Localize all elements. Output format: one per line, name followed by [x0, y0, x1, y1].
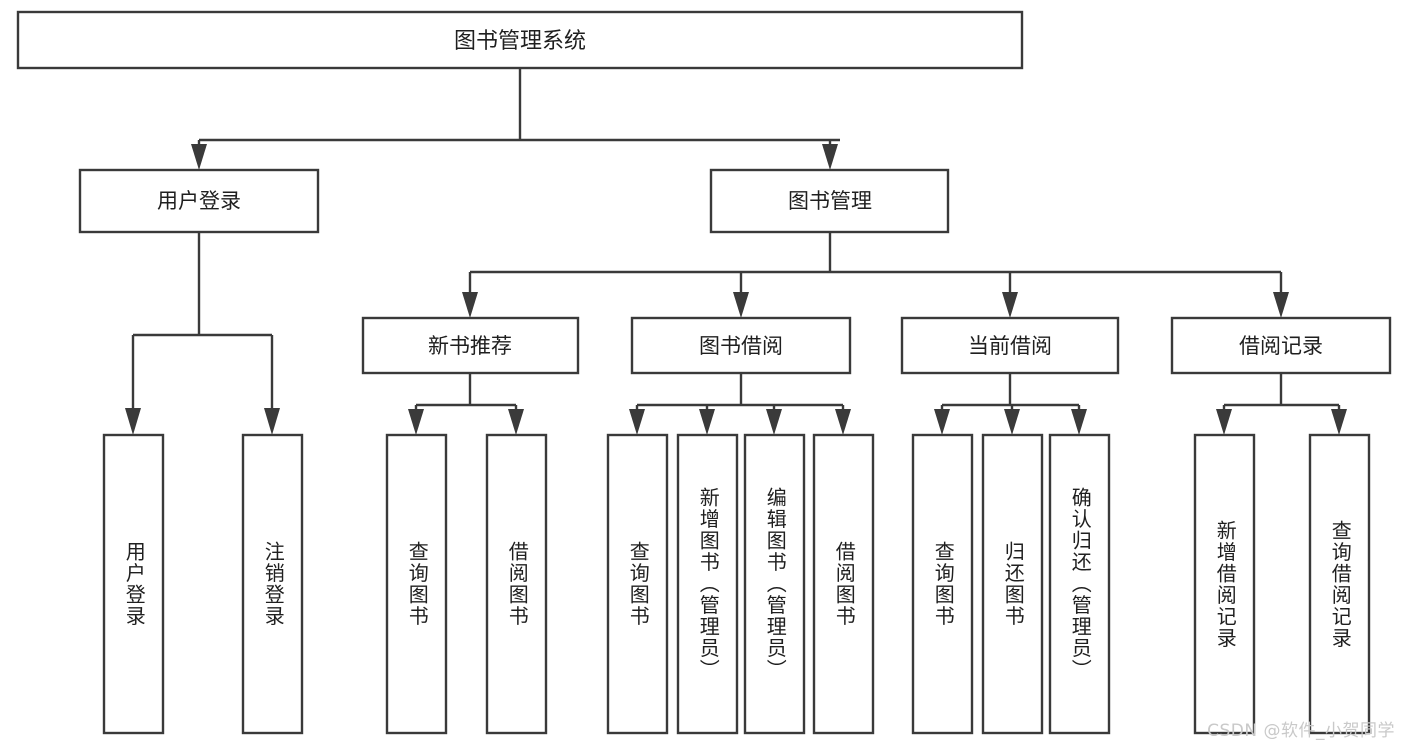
node-leaf-query-book-current-box[interactable]: [911, 433, 974, 735]
arrow-to-leaf-borrow-book-recommend: [508, 409, 524, 435]
node-user-login-label: 用户登录: [157, 189, 241, 213]
nodes-layer: 图书管理系统 用户登录 图书管理 新书推荐 图书借阅 当前借阅 借阅记录: [16, 10, 1392, 735]
edge-book-borrow-to-bus: [635, 373, 845, 412]
arrow-to-borrow-record: [1273, 292, 1289, 318]
edge-new-book-recommend-to-bus: [414, 373, 518, 412]
node-book-management-box[interactable]: [709, 168, 950, 234]
node-new-book-recommend-label: 新书推荐: [428, 334, 512, 358]
node-leaf-add-book-box[interactable]: [676, 433, 739, 735]
arrow-to-leaf-borrow-book: [835, 409, 851, 435]
arrow-to-current-borrow: [1002, 292, 1018, 318]
arrow-to-leaf-query-book-recommend: [408, 409, 424, 435]
arrow-to-leaf-user-logout: [264, 408, 280, 435]
arrow-to-leaf-confirm-return: [1071, 409, 1087, 435]
node-current-borrow-label: 当前借阅: [968, 334, 1052, 358]
edge-user-login-to-bus: [131, 232, 274, 410]
arrow-to-leaf-user-login: [125, 408, 141, 435]
node-leaf-borrow-book-box[interactable]: [812, 433, 875, 735]
node-leaf-edit-book-box[interactable]: [743, 433, 806, 735]
node-leaf-query-book-recommend-box[interactable]: [385, 433, 448, 735]
edge-book-management-to-bus: [468, 232, 1283, 296]
node-book-borrow-box[interactable]: [630, 316, 852, 375]
edge-root-to-bus: [197, 68, 840, 152]
node-leaf-borrow-book-recommend-box[interactable]: [485, 433, 548, 735]
arrow-to-leaf-query-book-borrow: [629, 409, 645, 435]
node-book-management-label: 图书管理: [788, 189, 872, 213]
node-leaf-user-login-box[interactable]: [102, 433, 165, 735]
node-leaf-query-book-borrow-box[interactable]: [606, 433, 669, 735]
node-leaf-user-logout-box[interactable]: [241, 433, 304, 735]
arrow-to-new-book-recommend: [462, 292, 478, 318]
node-root-box[interactable]: [16, 10, 1024, 70]
edge-current-borrow-to-bus: [940, 373, 1081, 412]
csdn-watermark: CSDN @软件_小贺同学: [1207, 721, 1395, 741]
arrow-to-leaf-add-book: [699, 409, 715, 435]
node-borrow-record-label: 借阅记录: [1239, 334, 1323, 358]
node-leaf-confirm-return-box[interactable]: [1048, 433, 1111, 735]
node-leaf-query-borrow-record-box[interactable]: [1308, 433, 1371, 735]
edge-borrow-record-to-bus: [1222, 373, 1341, 412]
arrow-to-leaf-query-book-current: [934, 409, 950, 435]
node-current-borrow-box[interactable]: [900, 316, 1120, 375]
edges-layer: [125, 68, 1347, 435]
arrow-to-leaf-return-book: [1004, 409, 1020, 435]
node-leaf-add-borrow-record-box[interactable]: [1193, 433, 1256, 735]
arrow-to-book-borrow: [733, 292, 749, 318]
arrow-to-leaf-query-borrow-record: [1331, 409, 1347, 435]
node-leaf-return-book-box[interactable]: [981, 433, 1044, 735]
arrow-to-leaf-edit-book: [766, 409, 782, 435]
node-user-login-box[interactable]: [78, 168, 320, 234]
node-root-label: 图书管理系统: [454, 29, 586, 54]
arrow-to-user-login: [191, 144, 207, 170]
node-book-borrow-label: 图书借阅: [699, 334, 783, 358]
arrow-to-book-management: [822, 144, 838, 170]
arrow-to-leaf-add-borrow-record: [1216, 409, 1232, 435]
node-new-book-recommend-box[interactable]: [361, 316, 580, 375]
node-borrow-record-box[interactable]: [1170, 316, 1392, 375]
